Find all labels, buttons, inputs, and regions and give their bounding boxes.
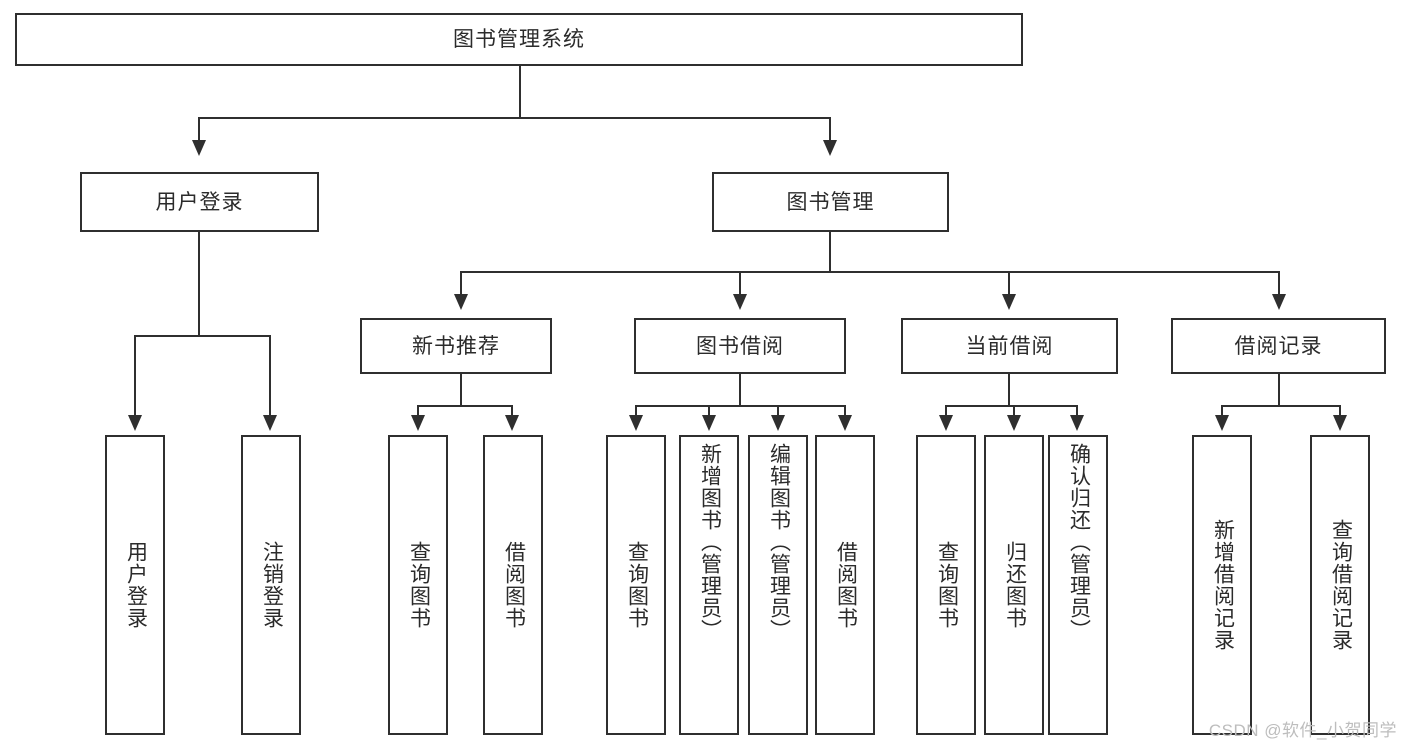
connector-borrow-record-stem: [1278, 374, 1280, 406]
node-leaf-add-record[interactable]: 新增借阅记录: [1192, 435, 1252, 735]
arrow-to-leaf-borrow-book-1: [505, 415, 519, 431]
node-new-book-recommend[interactable]: 新书推荐: [360, 318, 552, 374]
connector-l3-borrow-record: [1278, 271, 1280, 297]
node-borrow-record-label: 借阅记录: [1234, 334, 1323, 358]
connector-book-borrow-c1: [635, 405, 637, 417]
node-leaf-confirm-return-label: 确认归还（管理员）: [1067, 443, 1091, 641]
arrow-to-leaf-logout: [263, 415, 277, 431]
arrow-to-user-login: [192, 140, 206, 156]
node-leaf-query-book-1-label: 查询图书: [407, 541, 431, 629]
arrow-to-leaf-query-book-3: [939, 415, 953, 431]
arrow-to-leaf-user-login: [128, 415, 142, 431]
connector-current-borrow-c1: [945, 405, 947, 417]
arrow-to-borrow-record: [1272, 294, 1286, 310]
arrow-to-leaf-add-book: [702, 415, 716, 431]
node-leaf-query-record-label: 查询借阅记录: [1329, 519, 1353, 651]
node-book-borrow[interactable]: 图书借阅: [634, 318, 846, 374]
node-user-login-label: 用户登录: [155, 190, 244, 214]
arrow-to-book-manage: [823, 140, 837, 156]
connector-current-borrow-c3: [1076, 405, 1078, 417]
node-leaf-logout[interactable]: 注销登录: [241, 435, 301, 735]
node-leaf-edit-book-label: 编辑图书（管理员）: [767, 443, 791, 641]
arrow-to-leaf-confirm-return: [1070, 415, 1084, 431]
connector-current-borrow-bus: [945, 405, 1078, 407]
node-leaf-borrow-book-2[interactable]: 借阅图书: [815, 435, 875, 735]
node-book-manage[interactable]: 图书管理: [712, 172, 949, 232]
connector-l3-current-borrow: [1008, 271, 1010, 297]
connector-root-bus: [198, 117, 831, 119]
node-leaf-borrow-book-2-label: 借阅图书: [834, 541, 858, 629]
connector-root-to-user-login: [198, 117, 200, 142]
connector-book-manage-stem: [829, 232, 831, 272]
connector-user-login-right: [269, 335, 271, 417]
connector-borrow-record-c2: [1339, 405, 1341, 417]
arrow-to-leaf-edit-book: [771, 415, 785, 431]
connector-book-borrow-c2: [708, 405, 710, 417]
node-leaf-add-book[interactable]: 新增图书（管理员）: [679, 435, 739, 735]
connector-book-borrow-c3: [777, 405, 779, 417]
arrow-to-leaf-add-record: [1215, 415, 1229, 431]
connector-book-borrow-stem: [739, 374, 741, 406]
connector-book-borrow-c4: [844, 405, 846, 417]
node-leaf-confirm-return[interactable]: 确认归还（管理员）: [1048, 435, 1108, 735]
arrow-to-leaf-return-book: [1007, 415, 1021, 431]
connector-l3-new-book: [460, 271, 462, 297]
arrow-to-leaf-borrow-book-2: [838, 415, 852, 431]
connector-borrow-record-c1: [1221, 405, 1223, 417]
node-root-label: 图书管理系统: [453, 28, 585, 51]
node-current-borrow[interactable]: 当前借阅: [901, 318, 1118, 374]
connector-user-login-left: [134, 335, 136, 417]
connector-user-login-stem: [198, 232, 200, 336]
node-leaf-query-book-2[interactable]: 查询图书: [606, 435, 666, 735]
node-leaf-query-book-3[interactable]: 查询图书: [916, 435, 976, 735]
arrow-to-current-borrow: [1002, 294, 1016, 310]
connector-current-borrow-c2: [1013, 405, 1015, 417]
node-leaf-query-book-1[interactable]: 查询图书: [388, 435, 448, 735]
connector-book-manage-bus: [460, 271, 1280, 273]
node-leaf-logout-label: 注销登录: [260, 541, 284, 629]
node-leaf-borrow-book-1[interactable]: 借阅图书: [483, 435, 543, 735]
connector-new-book-c2: [511, 405, 513, 417]
node-root[interactable]: 图书管理系统: [15, 13, 1023, 66]
connector-root-stem: [519, 66, 521, 118]
node-new-book-recommend-label: 新书推荐: [412, 334, 500, 358]
arrow-to-new-book-recommend: [454, 294, 468, 310]
connector-borrow-record-bus: [1221, 405, 1341, 407]
node-leaf-query-record[interactable]: 查询借阅记录: [1310, 435, 1370, 735]
node-leaf-add-book-label: 新增图书（管理员）: [698, 443, 722, 641]
connector-l3-book-borrow: [739, 271, 741, 297]
connector-current-borrow-stem: [1008, 374, 1010, 406]
node-user-login[interactable]: 用户登录: [80, 172, 319, 232]
arrow-to-leaf-query-book-2: [629, 415, 643, 431]
node-current-borrow-label: 当前借阅: [965, 334, 1054, 358]
node-leaf-user-login-label: 用户登录: [124, 541, 148, 629]
connector-book-borrow-bus: [635, 405, 846, 407]
node-leaf-query-book-2-label: 查询图书: [625, 541, 649, 629]
node-book-manage-label: 图书管理: [786, 190, 875, 214]
node-book-borrow-label: 图书借阅: [696, 334, 784, 358]
node-borrow-record[interactable]: 借阅记录: [1171, 318, 1386, 374]
node-leaf-return-book-label: 归还图书: [1003, 541, 1027, 629]
connector-new-book-bus: [417, 405, 513, 407]
node-leaf-add-record-label: 新增借阅记录: [1211, 519, 1235, 651]
node-leaf-edit-book[interactable]: 编辑图书（管理员）: [748, 435, 808, 735]
node-leaf-user-login[interactable]: 用户登录: [105, 435, 165, 735]
arrow-to-book-borrow: [733, 294, 747, 310]
connector-new-book-c1: [417, 405, 419, 417]
node-leaf-return-book[interactable]: 归还图书: [984, 435, 1044, 735]
connector-user-login-bus: [134, 335, 271, 337]
arrow-to-leaf-query-book-1: [411, 415, 425, 431]
connector-root-to-book-manage: [829, 117, 831, 142]
node-leaf-query-book-3-label: 查询图书: [935, 541, 959, 629]
connector-new-book-stem: [460, 374, 462, 406]
node-leaf-borrow-book-1-label: 借阅图书: [502, 541, 526, 629]
arrow-to-leaf-query-record: [1333, 415, 1347, 431]
